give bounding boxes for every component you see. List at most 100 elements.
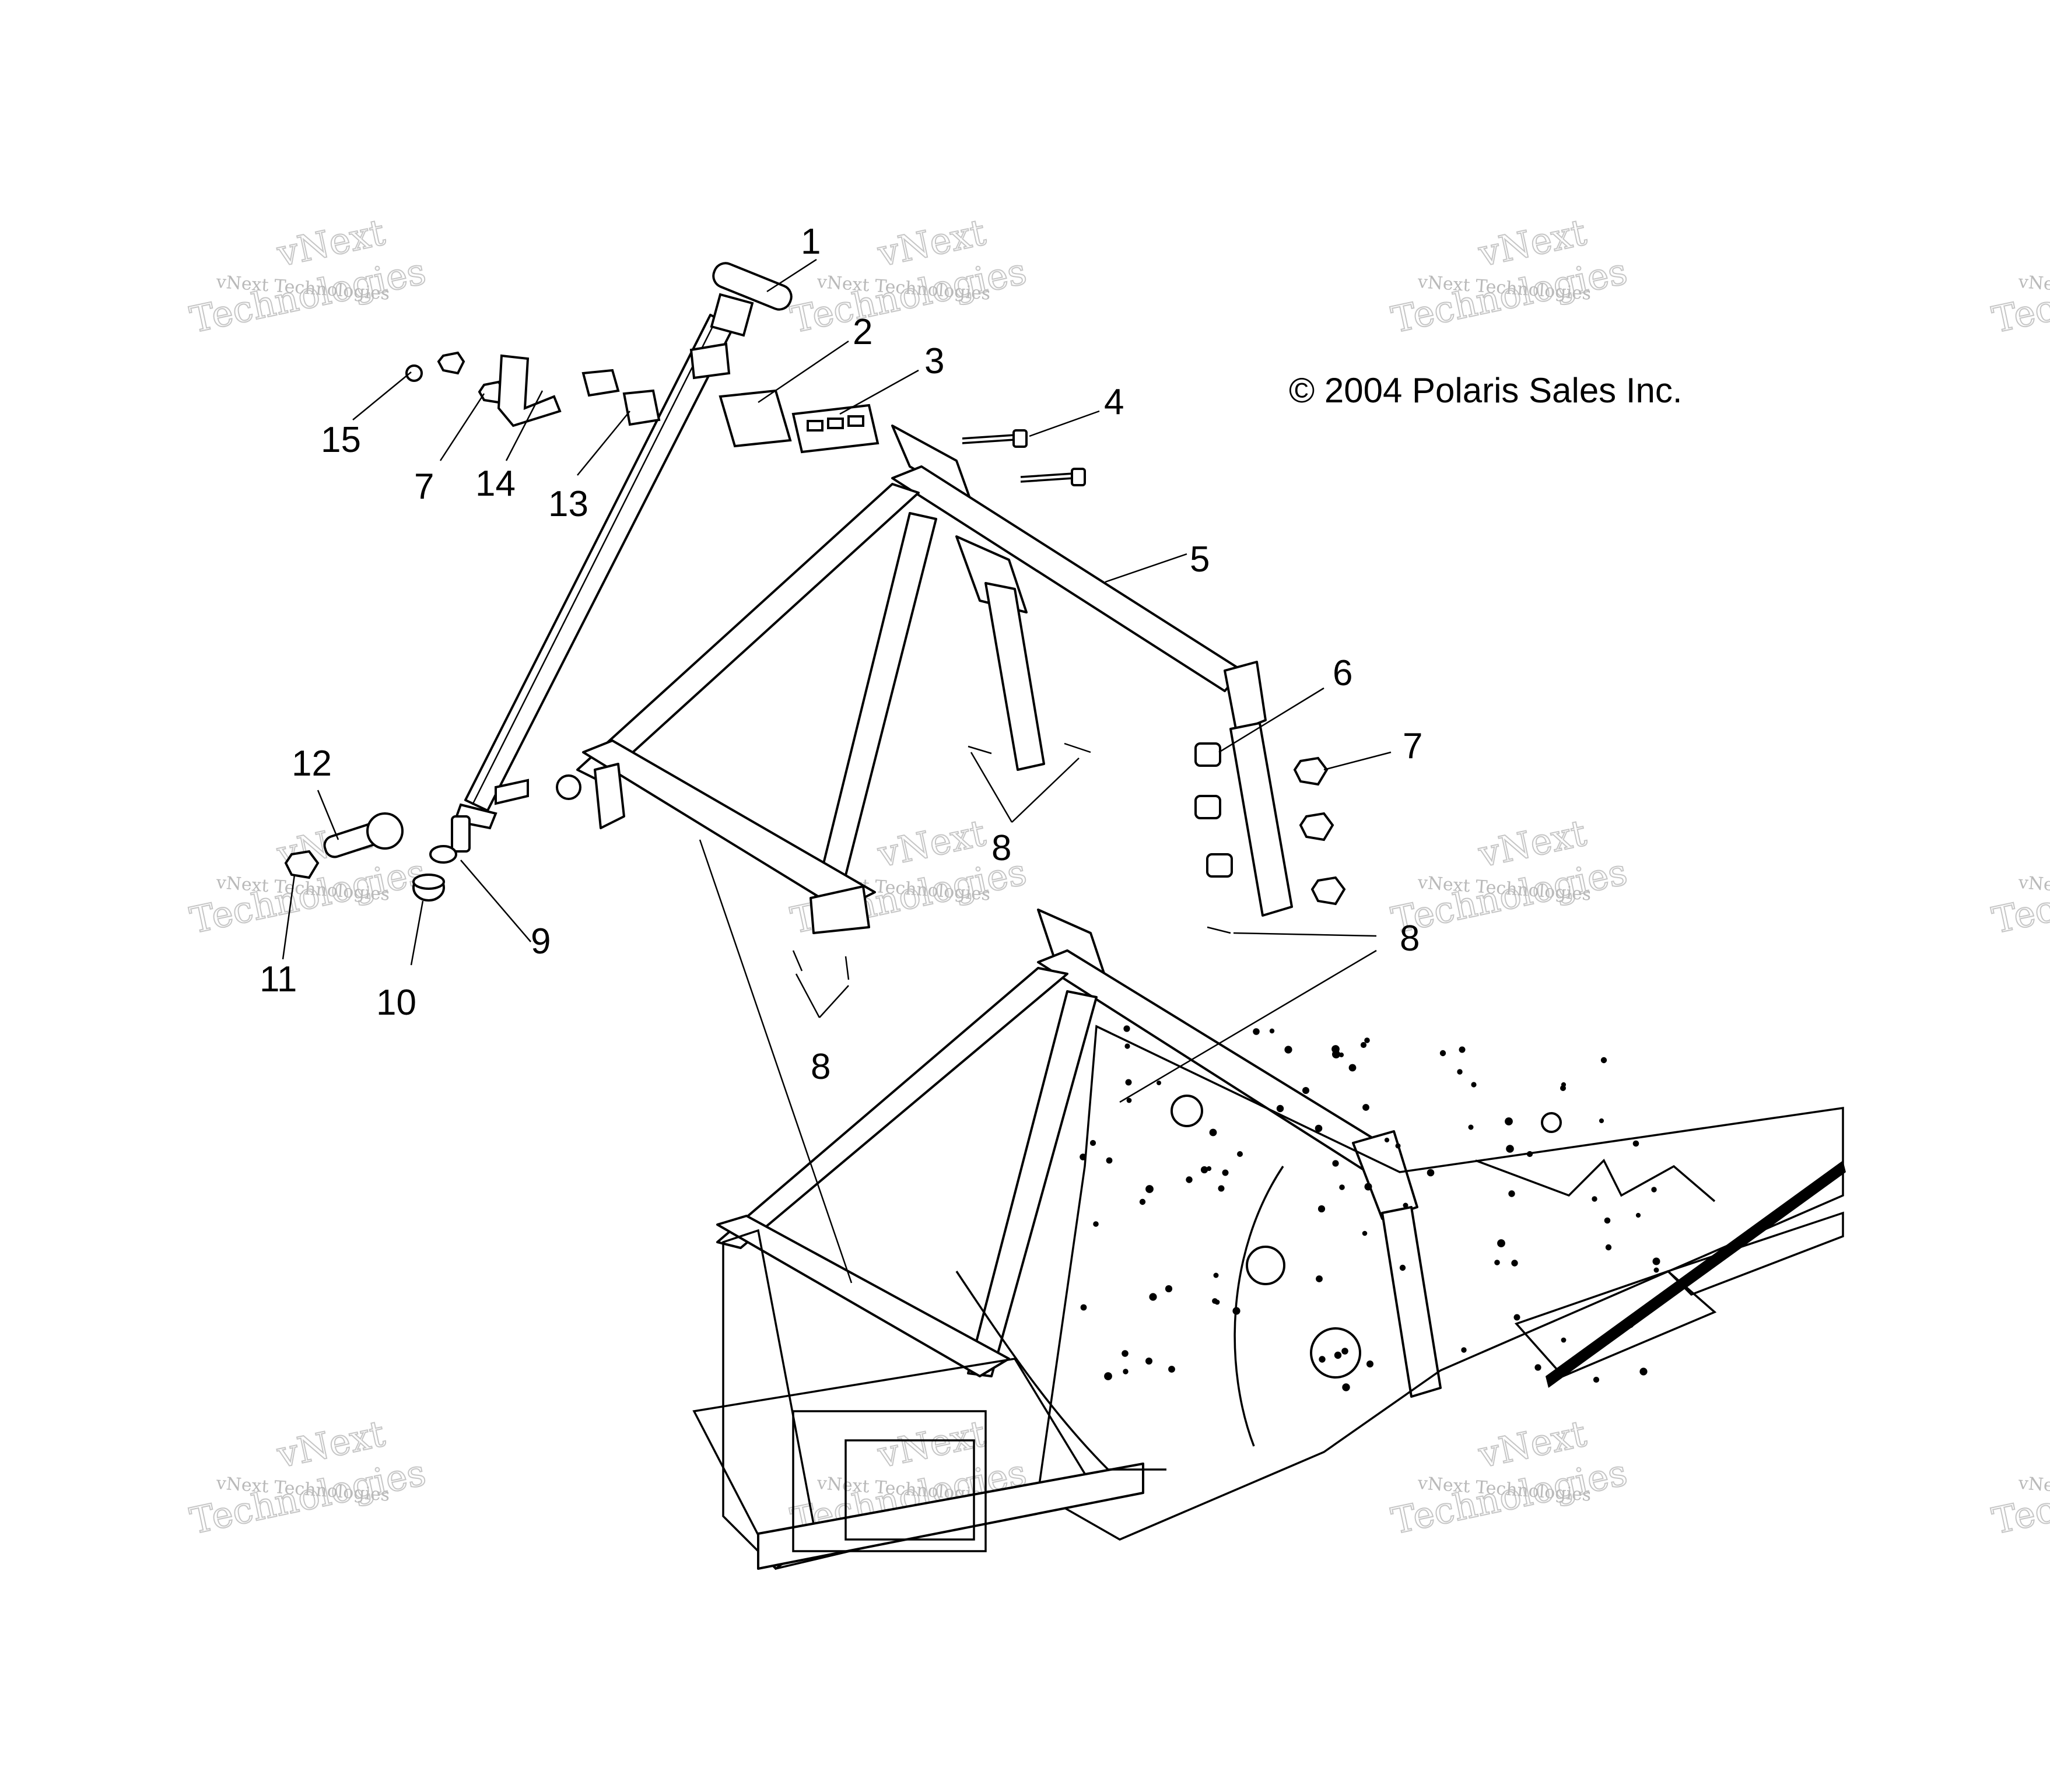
chassis-rivet [1632,1140,1639,1147]
callout-4: 4 [1104,382,1124,422]
chassis-rivet [1080,1304,1087,1311]
chassis-rivet [1526,1151,1533,1158]
chassis-rivet [1123,1025,1130,1032]
chassis-rivet [1145,1358,1152,1365]
leader-lines [282,258,1392,1283]
chassis-rivet [1508,1190,1515,1197]
chassis-rivet [1360,1041,1367,1048]
callout-12: 12 [292,744,332,784]
chassis-rivet [1089,1139,1096,1146]
callout-8-bottom: 8 [811,1047,830,1087]
callout-7-left: 7 [414,467,434,507]
chassis-rivet [1206,1166,1212,1172]
chassis-rivet [1593,1376,1600,1383]
callout-1: 1 [801,222,821,262]
chassis-rivet [1362,1230,1368,1236]
chassis-rivet [1157,1081,1161,1085]
chassis-rivet [1497,1239,1505,1247]
chassis-rivet [1534,1364,1541,1371]
chassis-rivet [1364,1183,1372,1191]
chassis-rivet [1366,1360,1373,1367]
chassis-rivet [1635,1212,1641,1218]
chassis-rivet [1439,1050,1446,1057]
chassis-rivet [1627,1321,1634,1328]
chassis-rivet [1403,1202,1408,1208]
steering-post [451,262,793,853]
callout-15: 15 [321,420,361,460]
chassis-rivet [1342,1383,1350,1391]
svg-text:Technologies: Technologies [1989,850,2050,942]
callout-14: 14 [475,464,516,504]
chassis-rivet [1461,1347,1467,1353]
callout-11: 11 [260,959,297,1000]
chassis-rivet [1106,1157,1113,1164]
chassis-rivet [1331,1045,1340,1053]
chassis-rivet [1284,1046,1292,1054]
chassis-rivet [1560,1085,1566,1091]
chassis-rivet [1218,1185,1225,1192]
callout-3: 3 [924,341,944,381]
chassis-rivet [1513,1314,1520,1321]
callout-6: 6 [1333,653,1352,693]
copyright-text: © 2004 Polaris Sales Inc. [1289,371,1683,410]
chassis-rivet [1213,1272,1219,1278]
svg-text:Technologies: Technologies [1989,1451,2050,1542]
chassis-rivet [1125,1079,1132,1086]
chassis-rivet [1511,1260,1518,1267]
hardware-parts-6-7 [1194,742,1346,906]
chassis-rivet [1186,1176,1193,1183]
callout-13: 13 [548,484,588,524]
chassis-rivet [1471,1082,1477,1088]
chassis-rivet [1149,1293,1157,1301]
callout-labels: 1 2 3 4 5 6 7 7 8 8 8 9 10 11 12 13 14 1… [260,222,1422,1087]
chassis-rivet [1604,1217,1611,1224]
chassis-rivet [1334,1351,1342,1359]
chassis-rivet [1592,1196,1597,1202]
chassis-rivet [1123,1369,1129,1374]
svg-text:Technologies: Technologies [1989,250,2050,341]
chassis-rivet [1384,1137,1390,1143]
chassis-rivet [1080,1153,1087,1160]
callout-10: 10 [376,983,416,1023]
chassis-rivet [1341,1348,1348,1355]
chassis-rivet [1348,1064,1357,1072]
left-hardware-parts [284,351,661,902]
chassis-rivet [1600,1057,1607,1064]
chassis-rivet [1653,1267,1659,1273]
chassis-rivet [1494,1260,1500,1265]
bolts-part-4 [962,429,1086,486]
chassis-rivet [1561,1337,1567,1343]
chassis-rivet [1093,1221,1099,1227]
chassis-rivet [1232,1307,1240,1315]
callout-7-right: 7 [1403,726,1422,766]
chassis-rivet [1212,1298,1218,1304]
callout-2: 2 [853,312,872,352]
chassis-rivet [1338,1052,1344,1058]
chassis-rivet [1237,1151,1243,1157]
chassis-rivet [1315,1124,1323,1132]
chassis-rivet [1427,1169,1435,1177]
chassis-rivet [1319,1356,1326,1363]
chassis-rivet [1339,1184,1345,1190]
chassis-rivet [1139,1198,1146,1205]
chassis-rivet [1332,1160,1339,1167]
plate-part-2 [719,389,792,448]
callout-5: 5 [1190,539,1210,580]
chassis-rivet [1253,1028,1260,1035]
chassis-rivet [1222,1169,1229,1176]
chassis-rivet [1651,1187,1657,1193]
chassis-rivet [1468,1124,1474,1130]
chassis-rivet [1104,1372,1112,1380]
chassis-rivet [1399,1264,1406,1271]
chassis-rivet [1168,1366,1175,1373]
chassis-rivet [1276,1104,1284,1113]
callout-9: 9 [531,921,551,962]
chassis-rivet [1639,1367,1648,1376]
chassis-rivet [1317,1205,1326,1213]
